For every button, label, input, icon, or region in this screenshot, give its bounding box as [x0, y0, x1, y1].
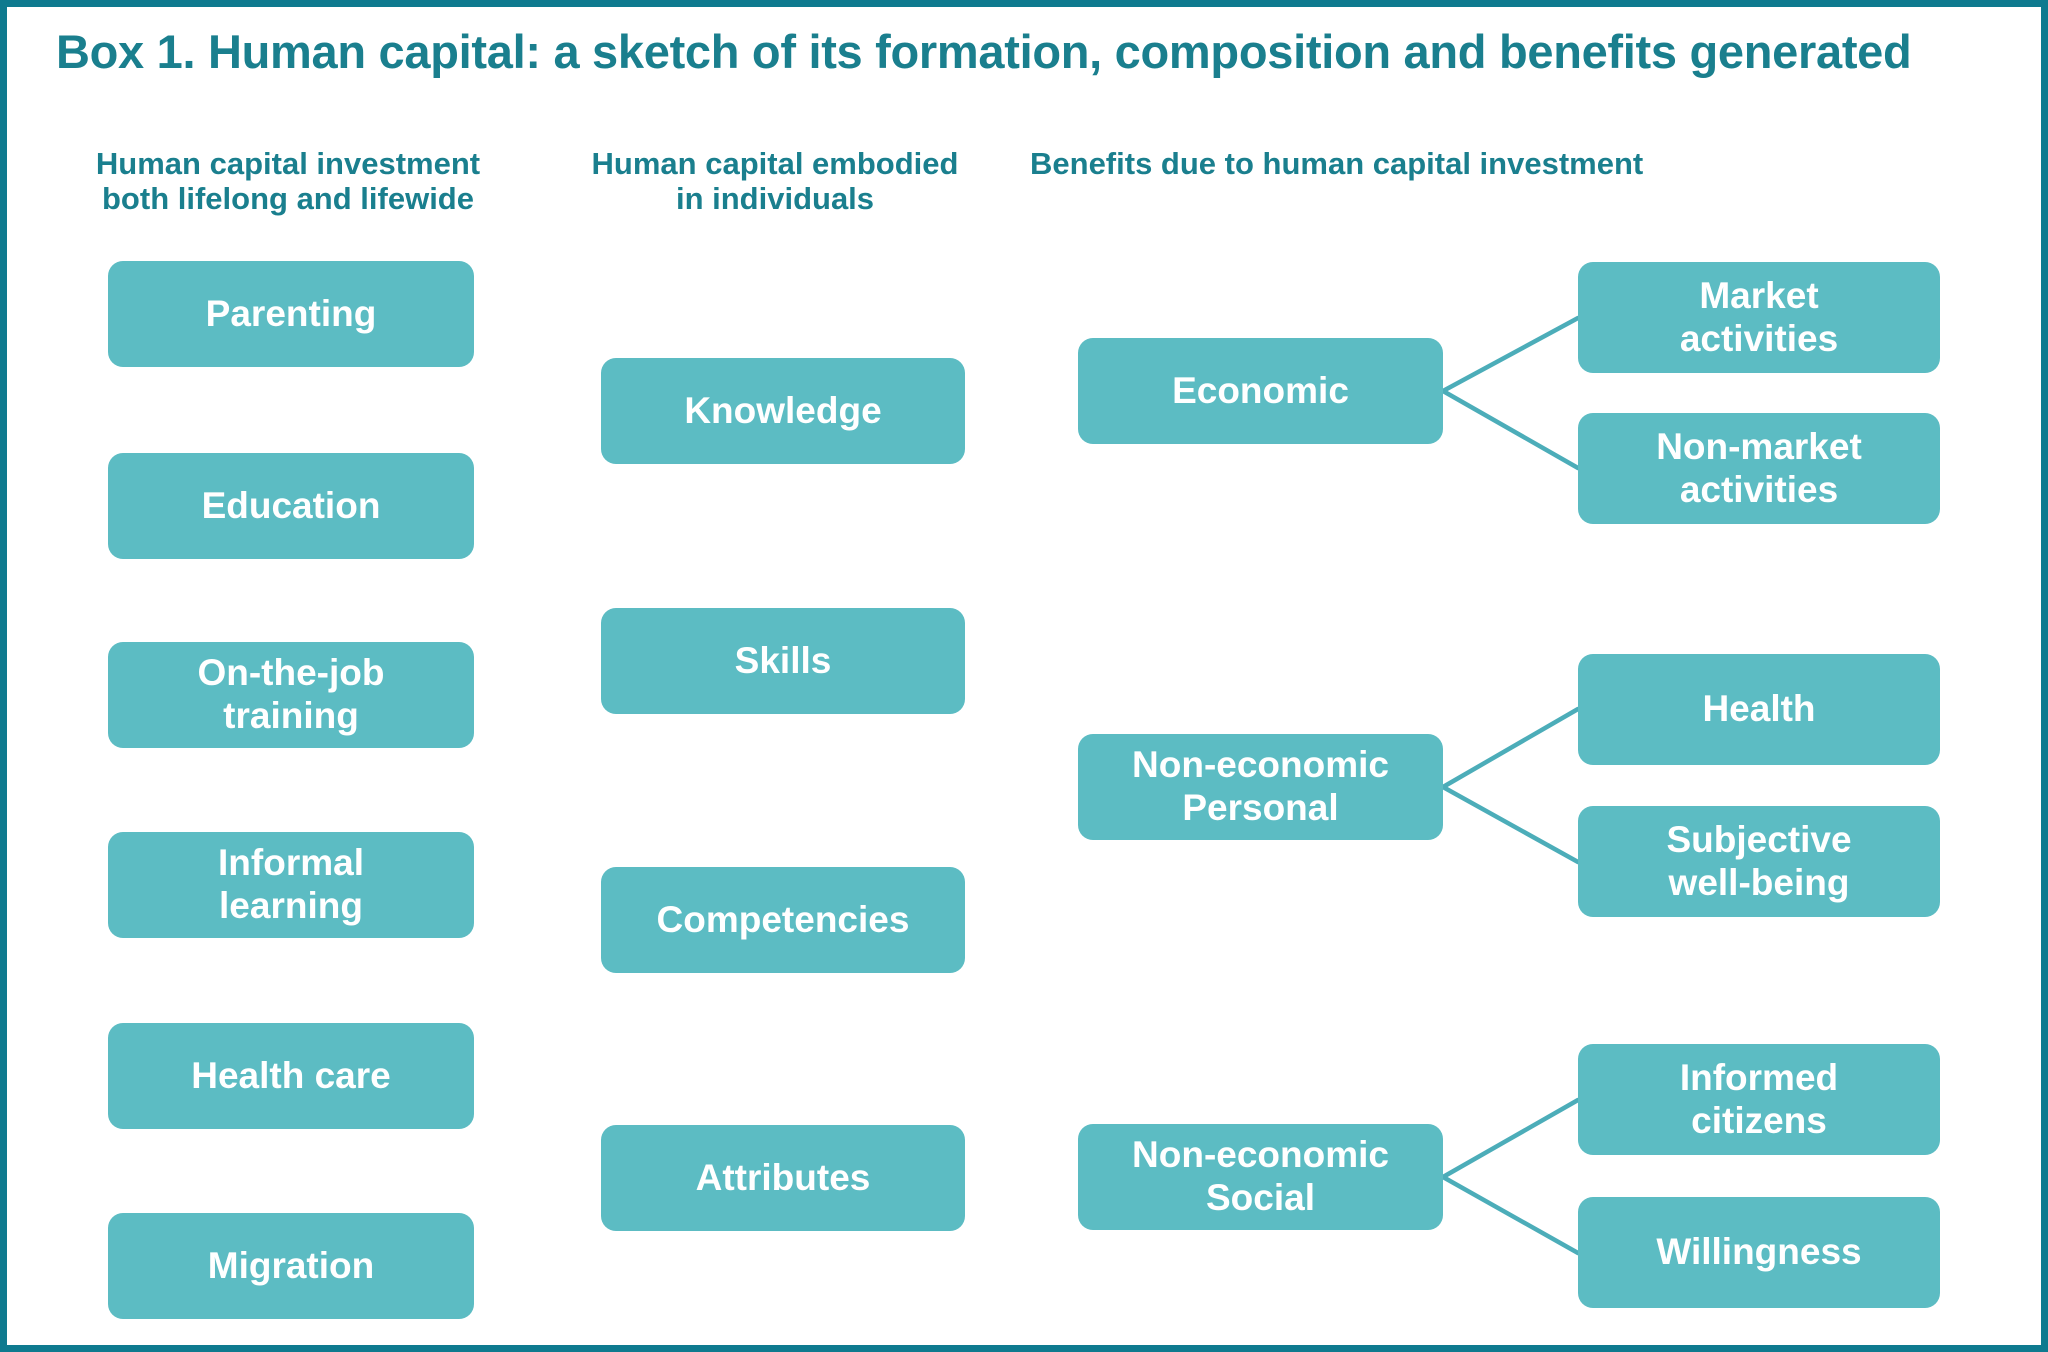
node-informal-learning-line2: learning [219, 885, 363, 926]
node-non-market-activities[interactable]: Non-market activities [1578, 413, 1940, 524]
node-non-market-activities-line1: Non-market [1656, 425, 1862, 467]
node-parenting[interactable]: Parenting [108, 261, 474, 367]
node-market-activities-label: Market activities [1588, 275, 1930, 360]
node-skills[interactable]: Skills [601, 608, 965, 714]
node-competencies-label: Competencies [656, 898, 910, 940]
node-subjective-well-being-label: Subjective well-being [1588, 819, 1930, 904]
node-informed-citizens-label: Informed citizens [1588, 1057, 1930, 1142]
node-education[interactable]: Education [108, 453, 474, 559]
column-heading-embodied-line2: in individuals [675, 181, 875, 217]
node-parenting-label: Parenting [205, 292, 377, 334]
node-informal-learning[interactable]: Informal learning [108, 832, 474, 938]
node-non-economic-personal[interactable]: Non-economic Personal [1078, 734, 1443, 840]
node-attributes-label: Attributes [695, 1156, 871, 1198]
node-market-activities-line2: activities [1679, 317, 1839, 359]
node-attributes[interactable]: Attributes [601, 1125, 965, 1231]
column-heading-investment-line2: both lifelong and lifewide [102, 181, 474, 217]
page-title: Box 1. Human capital: a sketch of its fo… [56, 25, 1912, 78]
node-willingness-label: Willingness [1656, 1231, 1862, 1273]
node-informed-citizens-line1: Informed [1679, 1056, 1839, 1098]
node-non-economic-social-line2: Social [1206, 1177, 1315, 1218]
column-heading-embodied-line1: Human capital embodied [591, 146, 959, 181]
column-heading-investment-line1: Human capital investment [95, 146, 481, 181]
node-non-market-activities-line2: activities [1679, 468, 1839, 510]
node-non-economic-social[interactable]: Non-economic Social [1078, 1124, 1443, 1230]
node-on-the-job-training-line1: On-the-job [197, 652, 385, 694]
node-migration[interactable]: Migration [108, 1213, 474, 1319]
node-subjective-well-being-line1: Subjective [1666, 818, 1852, 860]
node-non-market-activities-label: Non-market activities [1588, 426, 1930, 511]
node-non-economic-personal-label: Non-economic Personal [1088, 744, 1433, 829]
node-non-economic-social-label: Non-economic Social [1088, 1134, 1433, 1219]
node-economic[interactable]: Economic [1078, 338, 1443, 444]
connector-economic-nonmarket [1440, 388, 1581, 471]
node-informed-citizens-line2: citizens [1691, 1099, 1827, 1141]
node-subjective-well-being-line2: well-being [1668, 861, 1850, 903]
connector-economic-market [1440, 315, 1581, 394]
node-education-label: Education [201, 484, 381, 526]
node-subjective-well-being[interactable]: Subjective well-being [1578, 806, 1940, 917]
node-informal-learning-line1: Informal [218, 842, 364, 884]
node-health-label: Health [1702, 688, 1816, 730]
node-market-activities-line1: Market [1699, 274, 1819, 316]
column-heading-embodied: Human capital embodied in individuals [540, 146, 1010, 217]
node-health-care[interactable]: Health care [108, 1023, 474, 1129]
connector-personal-wellbeing [1440, 784, 1581, 865]
node-informal-learning-label: Informal learning [118, 842, 464, 927]
column-heading-investment: Human capital investment both lifelong a… [38, 146, 538, 217]
node-economic-label: Economic [1172, 369, 1349, 411]
node-informed-citizens[interactable]: Informed citizens [1578, 1044, 1940, 1155]
node-on-the-job-training[interactable]: On-the-job training [108, 642, 474, 748]
column-heading-benefits-line1: Benefits due to human capital investment [1030, 146, 1644, 181]
node-competencies[interactable]: Competencies [601, 867, 965, 973]
connector-social-citizens [1440, 1097, 1581, 1180]
node-knowledge-label: Knowledge [684, 389, 882, 431]
node-non-economic-social-line1: Non-economic [1132, 1134, 1389, 1176]
node-market-activities[interactable]: Market activities [1578, 262, 1940, 373]
node-skills-label: Skills [734, 639, 832, 681]
column-heading-benefits: Benefits due to human capital investment [1030, 146, 2020, 181]
node-non-economic-personal-line1: Non-economic [1132, 744, 1389, 786]
node-knowledge[interactable]: Knowledge [601, 358, 965, 464]
node-on-the-job-training-label: On-the-job training [118, 652, 464, 737]
node-health[interactable]: Health [1578, 654, 1940, 765]
node-non-economic-personal-line2: Personal [1182, 787, 1339, 828]
connector-social-willingness [1440, 1174, 1581, 1256]
connector-personal-health [1440, 706, 1581, 790]
node-migration-label: Migration [207, 1244, 375, 1286]
node-health-care-label: Health care [191, 1054, 391, 1096]
node-willingness[interactable]: Willingness [1578, 1197, 1940, 1308]
node-on-the-job-training-line2: training [223, 695, 359, 736]
